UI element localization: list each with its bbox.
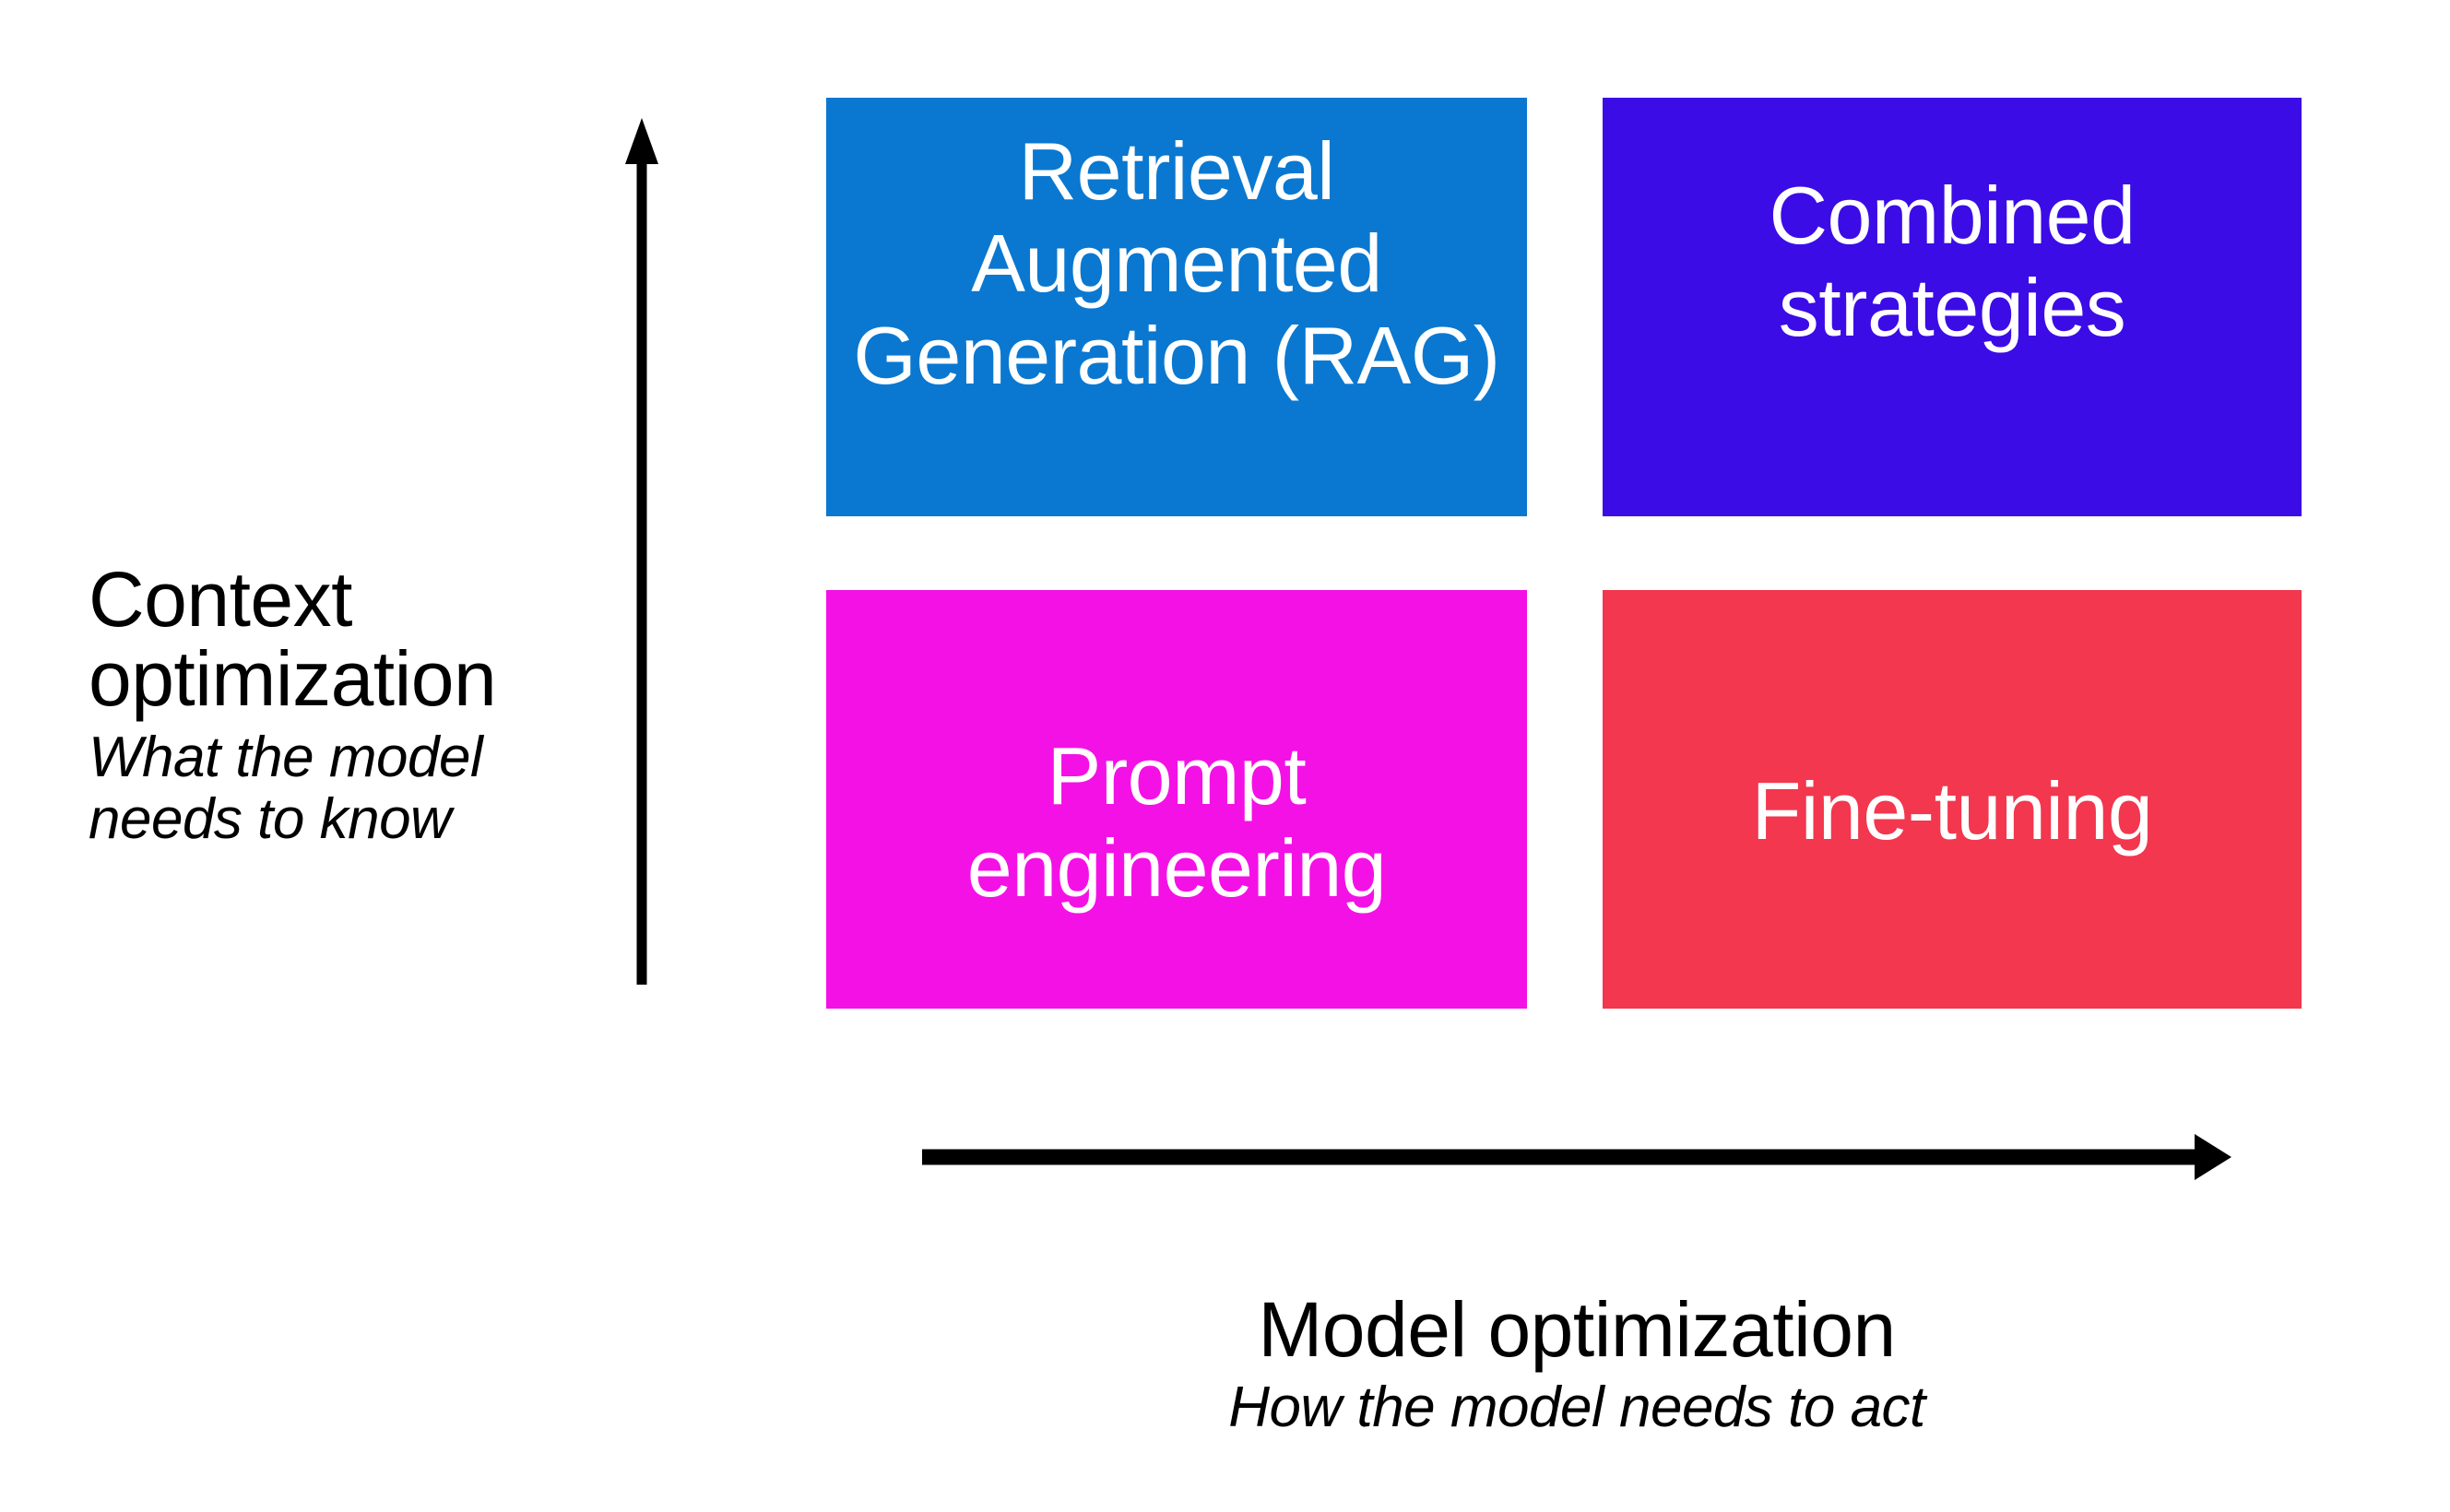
y-axis-subtitle: What the model needs to know — [89, 726, 483, 852]
y-axis-label: Context optimization What the model need… — [89, 556, 586, 852]
y-axis-title: Context optimization — [89, 556, 497, 722]
quadrant-label-fine-tuning: Fine-tuning — [1751, 765, 2153, 856]
x-axis-subtitle: How the model needs to act — [1228, 1375, 1925, 1439]
quadrant-fine-tuning[interactable]: Fine-tuning — [1603, 590, 2302, 1009]
quadrant-prompt-engineering[interactable]: Prompt engineering — [826, 590, 1527, 1009]
x-axis-title: Model optimization — [1258, 1286, 1896, 1373]
quadrant-label-combined-strategies: Combined strategies — [1769, 170, 2136, 353]
quadrant-label-rag: Retrieval Augmented Generation (RAG) — [853, 125, 1500, 401]
quadrant-retrieval-augmented-generation[interactable]: Retrieval Augmented Generation (RAG) — [826, 98, 1527, 516]
x-axis-label: Model optimization How the model needs t… — [922, 1286, 2231, 1439]
y-axis-up-arrow-icon — [612, 118, 671, 985]
quadrant-label-prompt-engineering: Prompt engineering — [966, 730, 1387, 914]
quadrant-combined-strategies[interactable]: Combined strategies — [1603, 98, 2302, 516]
x-axis-right-arrow-icon — [922, 1123, 2231, 1191]
